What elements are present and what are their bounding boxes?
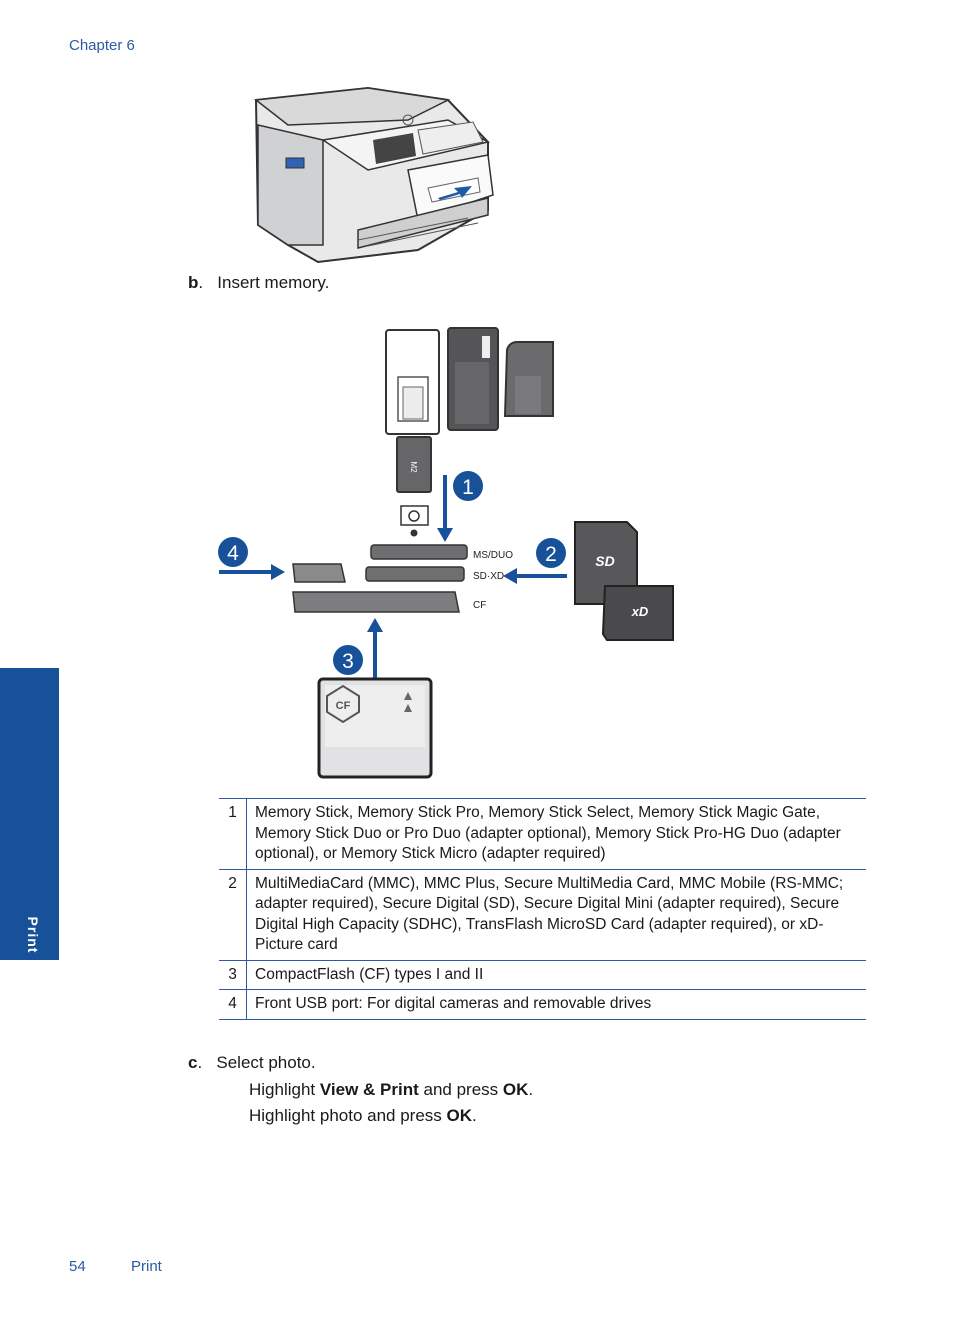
- memory-card-illustration: M2 1 MS/DUO SD·XD CF 4 2: [218, 327, 674, 779]
- memory-stick-duo: [503, 340, 554, 417]
- side-tab-label: Print: [25, 916, 41, 954]
- row-number: 3: [219, 959, 247, 990]
- row-text: Memory Stick, Memory Stick Pro, Memory S…: [246, 798, 866, 870]
- callout-1: 1: [453, 471, 483, 501]
- sd-card-label: SD: [595, 553, 614, 569]
- page-number: 54: [69, 1258, 86, 1275]
- callout-4: 4: [218, 537, 248, 567]
- m2-label: M2: [409, 461, 418, 473]
- callout-2-label: 2: [545, 543, 557, 566]
- ok-button-label: OK: [446, 1106, 473, 1125]
- camera-icon: [400, 505, 429, 537]
- slot-label-ms-duo: MS/DUO: [473, 550, 513, 561]
- callout-4-label: 4: [227, 542, 239, 565]
- table-row: 4 Front USB port: For digital cameras an…: [219, 989, 866, 1020]
- chapter-heading: Chapter 6: [69, 37, 135, 54]
- row-number: 2: [219, 868, 247, 961]
- arrow-1: [437, 475, 453, 542]
- row-text: Front USB port: For digital cameras and …: [246, 989, 866, 1020]
- slot-label-sd-xd: SD·XD: [473, 571, 504, 582]
- step-c-instruction-2: Highlight photo and press OK.: [249, 1106, 477, 1125]
- row-text: CompactFlash (CF) types I and II: [246, 959, 866, 990]
- memory-stick-adapter: [385, 329, 440, 435]
- row-number: 4: [219, 989, 247, 1020]
- step-c-text: Select photo.: [216, 1053, 316, 1072]
- slots-panel: [292, 544, 468, 613]
- row-text: MultiMediaCard (MMC), MMC Plus, Secure M…: [246, 868, 866, 961]
- callout-2: 2: [536, 538, 566, 568]
- xd-card: xD: [601, 585, 674, 641]
- memory-card-table: 1 Memory Stick, Memory Stick Pro, Memory…: [219, 798, 866, 1020]
- table-row: 2 MultiMediaCard (MMC), MMC Plus, Secure…: [219, 868, 866, 961]
- arrow-3: [367, 618, 383, 678]
- view-print-menu-label: View & Print: [319, 1080, 419, 1099]
- step-b: b. Insert memory.: [188, 273, 330, 292]
- step-b-text: Insert memory.: [217, 273, 330, 292]
- step-c-instruction-1: Highlight View & Print and press OK.: [249, 1080, 534, 1099]
- sd-card: SD: [574, 521, 638, 605]
- memory-stick-micro: M2: [396, 436, 432, 493]
- cf-card-label: CF: [336, 700, 351, 712]
- step-c-letter: c: [188, 1053, 198, 1072]
- callout-3-label: 3: [342, 650, 354, 673]
- xd-card-label: xD: [631, 604, 649, 619]
- footer-section: Print: [131, 1258, 162, 1275]
- table-row: 1 Memory Stick, Memory Stick Pro, Memory…: [219, 798, 866, 870]
- printer-illustration: [254, 86, 494, 264]
- side-tab: [0, 668, 59, 960]
- table-row: 3 CompactFlash (CF) types I and II: [219, 959, 866, 990]
- ok-button-label: OK: [502, 1080, 529, 1099]
- memory-stick: [447, 327, 499, 431]
- step-c: c. Select photo.: [188, 1053, 316, 1072]
- row-number: 1: [219, 798, 247, 870]
- slot-label-cf: CF: [473, 600, 486, 611]
- callout-3: 3: [333, 645, 363, 675]
- arrow-4: [219, 564, 285, 580]
- callout-1-label: 1: [462, 476, 474, 499]
- cf-card: CF: [317, 677, 433, 779]
- step-b-letter: b: [188, 273, 199, 292]
- arrow-2: [503, 568, 567, 584]
